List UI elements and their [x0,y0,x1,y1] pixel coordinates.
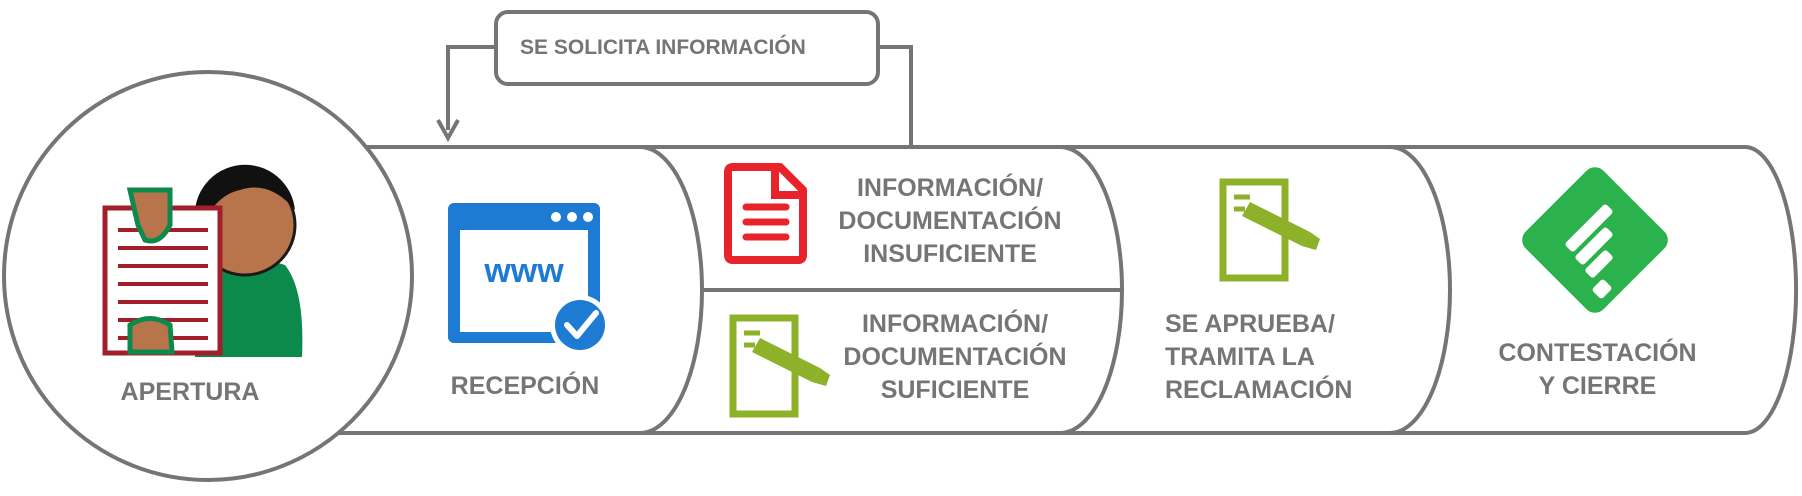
green-document-pen-icon-aprueba [1219,178,1320,282]
stage-shape-aprueba [1048,145,1452,435]
green-diamond-feed-icon [1522,167,1668,313]
feedback-arrow-head [436,119,460,143]
label-line: TRAMITA LA [1165,343,1315,371]
stage-label-cierre: CONTESTACIÓN Y CIERRE [1480,337,1715,403]
label-line: INFORMACIÓN/ [861,310,1049,338]
label-line: SE APRUEBA/ [1165,310,1335,338]
label-line: DOCUMENTACIÓN [838,207,1062,235]
label-line: RECLAMACIÓN [1165,376,1353,404]
feedback-arrow-line [880,45,913,147]
feedback-callout: SE SOLICITA INFORMACIÓN [494,10,880,86]
label-line: INSUFICIENTE [863,240,1037,268]
stage-label-aprueba: SE APRUEBA/ TRAMITA LA RECLAMACIÓN [1165,308,1365,407]
red-document-icon [724,163,807,264]
label-line: CONTESTACIÓN [1498,339,1697,367]
label-line: DOCUMENTACIÓN [843,343,1067,371]
label-line: SUFICIENTE [880,376,1030,404]
label-line: Y CIERRE [1538,372,1657,400]
feedback-label: SE SOLICITA INFORMACIÓN [520,36,806,59]
stage-label-apertura: APERTURA [120,378,260,406]
stage-label-suficiente: INFORMACIÓN/ DOCUMENTACIÓN SUFICIENTE [825,308,1085,407]
stage-label-insuficiente: INFORMACIÓN/ DOCUMENTACIÓN INSUFICIENTE [820,172,1080,271]
label-line: INFORMACIÓN/ [856,174,1044,202]
green-document-pen-icon [729,314,830,418]
svg-text:www: www [483,252,564,290]
stage-label-recepcion: RECEPCIÓN [450,372,600,400]
person-form-icon [102,164,303,357]
www-browser-check-icon: www [448,203,610,355]
feedback-arrow-line-left [446,45,494,130]
